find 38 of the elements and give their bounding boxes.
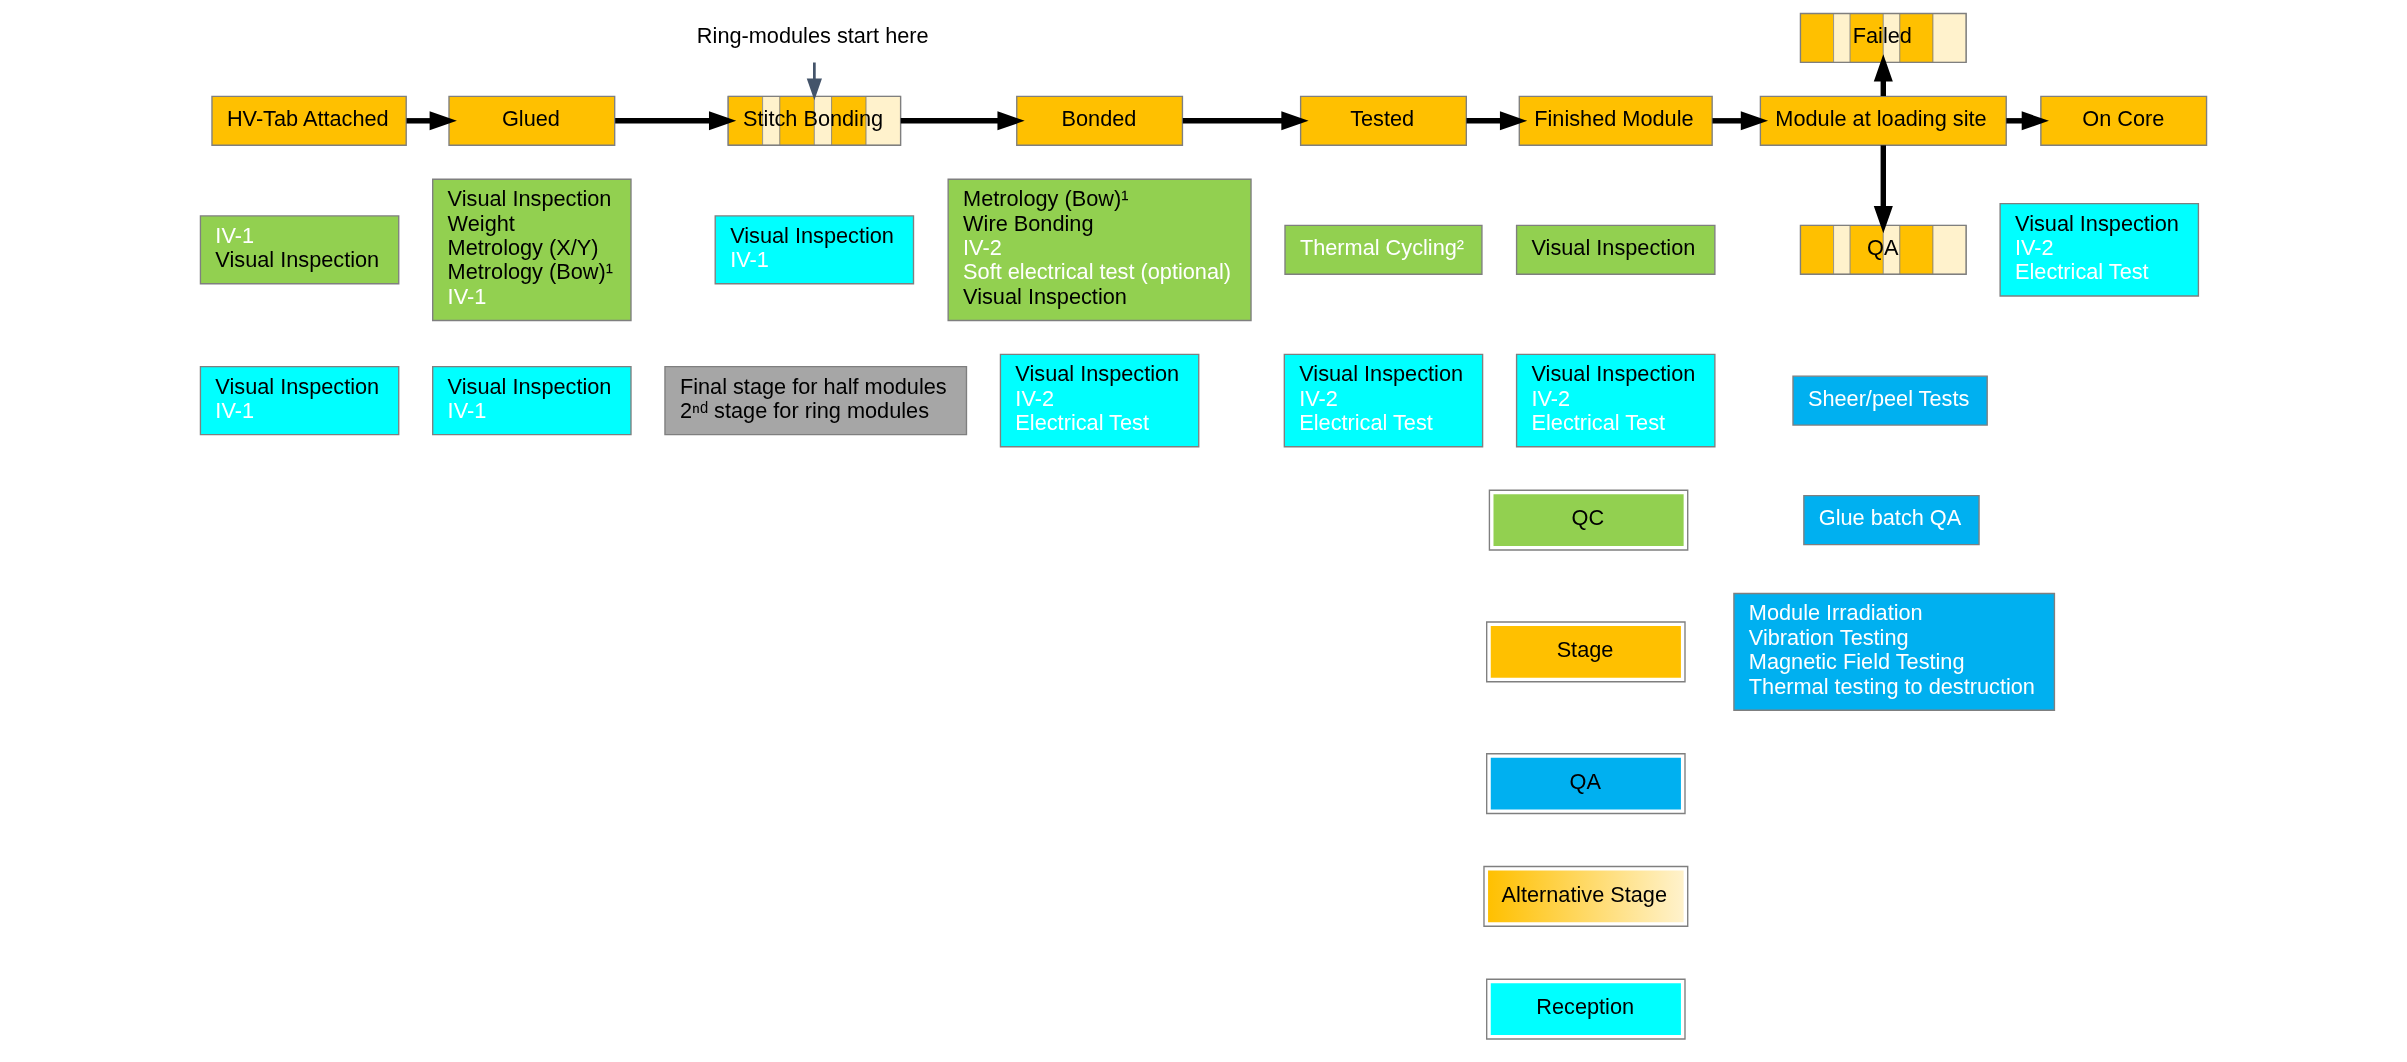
node-box: Metrology (Bow)¹ Wire Bonding IV-2 Soft electrical test (optional) Visual Inspection (947, 178, 1252, 322)
arrow (1712, 111, 1769, 131)
node-text: Ring-modules start here (696, 23, 929, 49)
arrow (1873, 145, 1893, 234)
legend-label: QA (1569, 768, 1601, 794)
node-box: Visual Inspection IV-2 Electrical Test (1999, 203, 2200, 297)
node-box: Visual Inspection IV-2 Electrical Test (1283, 353, 1484, 448)
node-box: Glued (448, 95, 616, 146)
node-box: Module at loading site (1759, 95, 2007, 146)
node-box: Visual Inspection IV-1 (432, 365, 632, 436)
node-box: Visual Inspection (1515, 224, 1716, 275)
node-box: Thermal Cycling² (1284, 224, 1483, 275)
node-box: Final stage for half modules 2ⁿᵈ stage for ring modules (664, 365, 968, 436)
legend-label: Stage (1556, 637, 1614, 663)
node-box: Glue batch QA (1803, 495, 1980, 546)
node-box: Visual Inspection IV-2 Electrical Test (999, 353, 1200, 448)
node-box: Visual Inspection Weight Metrology (X/Y) Metrology (Bow)¹ IV-1 (432, 178, 632, 322)
legend-label: Alternative Stage (1501, 881, 1668, 907)
arrow (406, 111, 457, 131)
arrow (615, 111, 737, 131)
node-box: Sheer/peel Tests (1792, 375, 1988, 426)
arrow (806, 62, 822, 101)
node-box: IV-1 Visual Inspection (199, 215, 400, 285)
legend-label: QC (1571, 505, 1605, 531)
node-box: Visual Inspection IV-1 (714, 215, 915, 285)
node-box: Tested (1299, 95, 1467, 146)
arrow (1466, 111, 1528, 131)
node-box: HV-Tab Attached (211, 95, 407, 146)
legend-label: Reception (1536, 994, 1635, 1020)
arrow (2006, 111, 2049, 131)
node-box: Visual Inspection IV-2 Electrical Test (1515, 353, 1716, 448)
arrow (1182, 111, 1309, 131)
node-box: Module Irradiation Vibration Testing Magnetic Field Testing Thermal testing to destruction (1733, 592, 2056, 711)
node-box: Visual Inspection IV-1 (199, 365, 400, 436)
node-box: Finished Module (1518, 95, 1713, 146)
arrow (900, 111, 1025, 131)
node-box: On Core (2040, 95, 2208, 146)
node-box: Bonded (1016, 95, 1184, 146)
